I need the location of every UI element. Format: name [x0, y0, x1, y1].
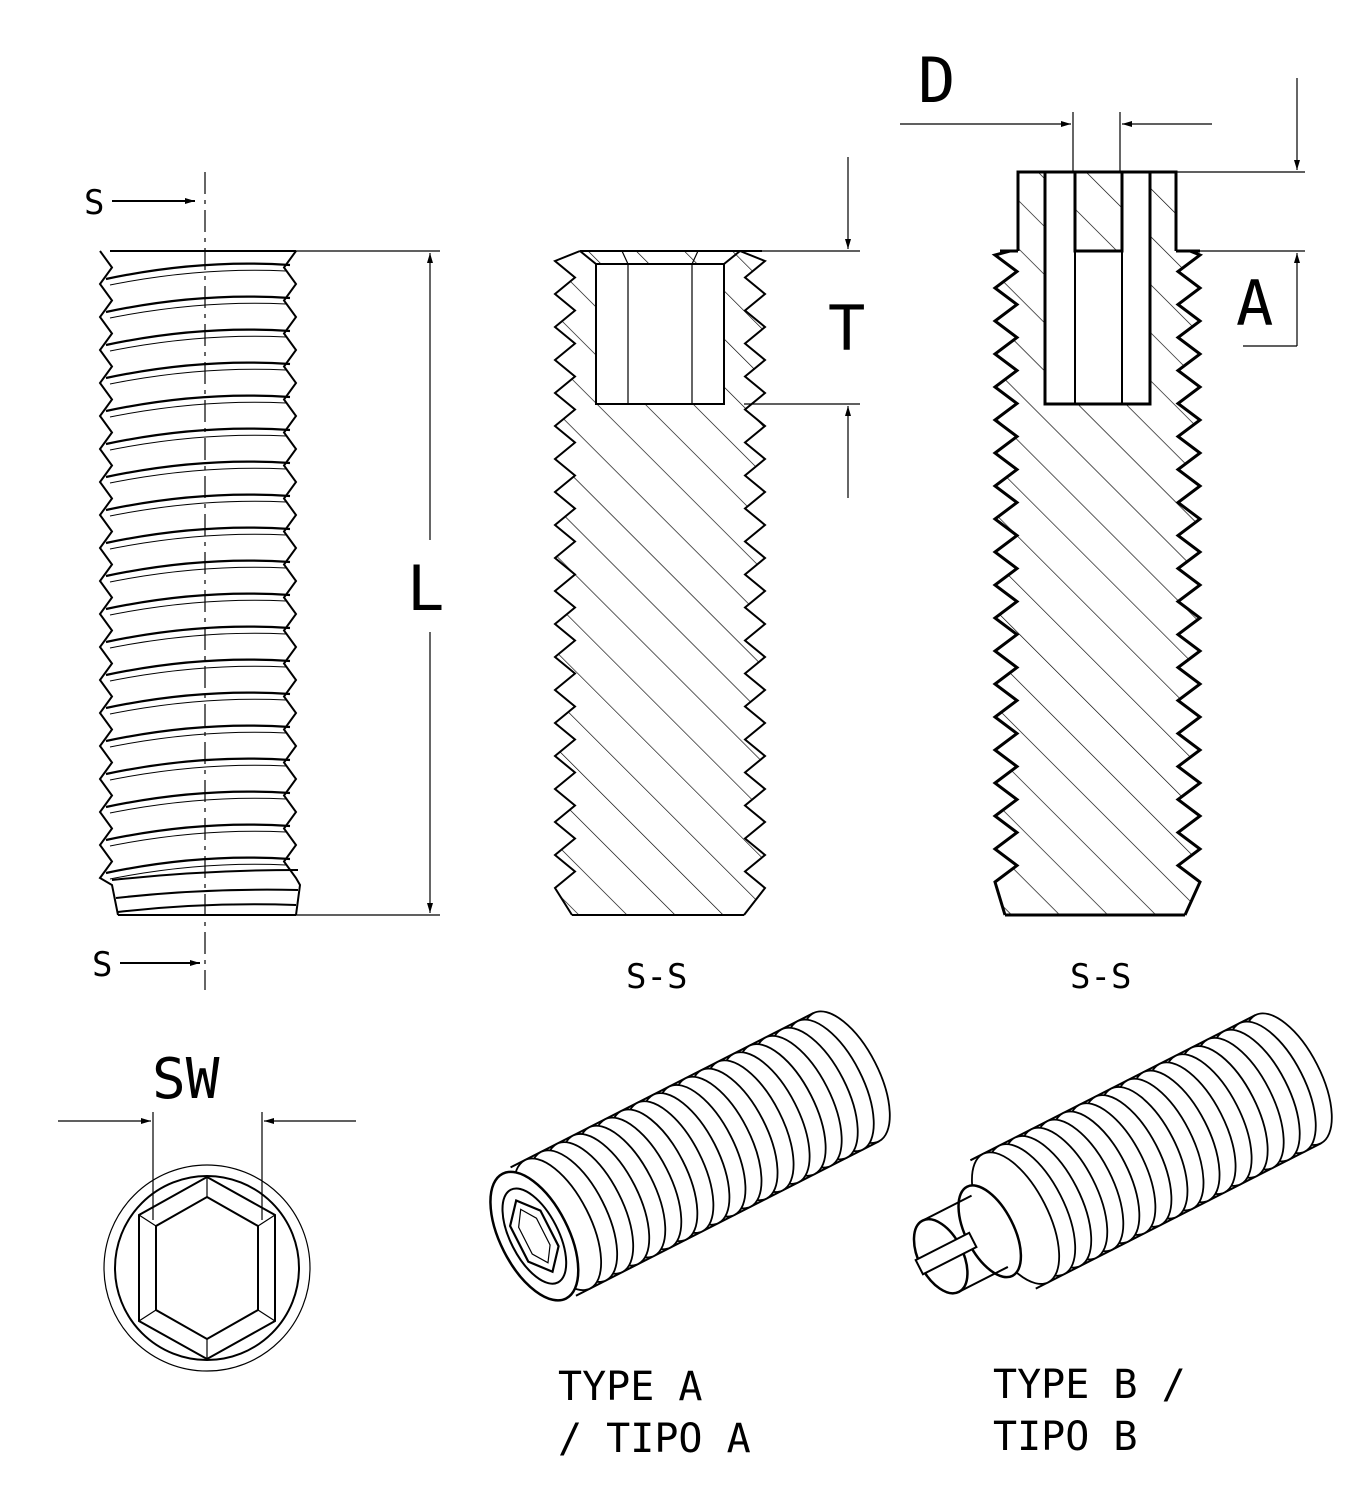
section-b-left-thread-profile: [991, 249, 1020, 916]
end-view-hex-inner: [155, 1195, 259, 1341]
thread-crest-line: [105, 823, 291, 842]
thread-crest-line: [105, 592, 291, 611]
thread-root-line: [109, 434, 287, 451]
side-view-right-profile: [282, 250, 302, 916]
thread-root-line: [109, 797, 287, 814]
side-view-left-profile: [98, 250, 119, 916]
end-view-hex-edge-6: [138, 1214, 157, 1227]
thread-root-line: [109, 335, 287, 352]
dimension-SW-label: SW: [152, 1047, 220, 1112]
section-view-2-label: S-S: [1070, 957, 1131, 997]
dimension-L-label: L: [407, 552, 444, 625]
end-view-inner-circle: [114, 1175, 300, 1361]
thread-crest-line: [105, 625, 291, 644]
section-view-type-a: S-S: [553, 250, 767, 997]
thread-crest-line: [105, 493, 291, 512]
thread-root-line: [109, 500, 287, 517]
dimension-D-label: D: [918, 44, 955, 117]
thread-crest-line: [105, 691, 291, 710]
type-a-caption-line2: / TIPO A: [558, 1416, 751, 1462]
thread-crest-line: [105, 658, 291, 677]
thread-crest-line: [105, 724, 291, 743]
section-a-right-thread-profile: [739, 250, 767, 916]
thread-root-line: [109, 533, 287, 550]
thread-crest-line: [105, 328, 291, 347]
thread-crest-line: [105, 460, 291, 479]
thread-crest-line: [105, 559, 291, 578]
end-view-outer-circle: [103, 1164, 311, 1372]
thread-root-line: [109, 665, 287, 682]
end-view-hex-outer: [138, 1175, 276, 1361]
section-b-right-thread-profile: [1175, 249, 1204, 916]
type-b-caption-line2: TIPO B: [993, 1414, 1138, 1460]
section-view-type-b: S-S: [991, 170, 1204, 997]
isometric-view-type-b: [912, 1012, 1333, 1295]
isometric-b-dog-point-sides: [922, 1194, 1009, 1293]
thread-root-line: [109, 566, 287, 583]
side-view-thread-lines: [105, 262, 299, 913]
dimension-L: L: [296, 250, 444, 916]
thread-crest-line: [105, 757, 291, 776]
thread-root-line: [109, 698, 287, 715]
thread-root-line: [109, 830, 287, 847]
dimension-A-label: A: [1236, 267, 1273, 340]
thread-root-line: [109, 731, 287, 748]
thread-crest-line: [105, 856, 291, 875]
isometric-b-thread-rings: [969, 1012, 1333, 1290]
thread-root-line: [109, 269, 287, 286]
thread-crest-line: [105, 295, 291, 314]
thread-root-line: [109, 368, 287, 385]
dimension-A: A: [1176, 78, 1305, 347]
thread-crest-line: [105, 394, 291, 413]
section-a-chamfer-inner-left: [621, 250, 629, 265]
thread-crest-line: [105, 526, 291, 545]
isometric-a-hex-socket-icon: [508, 1198, 560, 1274]
end-view-hex-edge-2: [257, 1214, 276, 1227]
thread-root-line: [109, 599, 287, 616]
thread-root-line: [109, 764, 287, 781]
dimension-T-label: T: [828, 292, 865, 365]
isometric-b-slot-icon: [914, 1231, 978, 1276]
thread-crest-line: [105, 427, 291, 446]
thread-crest-line: [105, 790, 291, 809]
end-view-hex-edge-3: [257, 1309, 276, 1322]
thread-crest-line: [105, 361, 291, 380]
section-b-dog-point: [1016, 170, 1178, 251]
dimension-D: D: [900, 44, 1212, 172]
section-marker-top: S: [84, 183, 104, 223]
thread-root-line: [109, 863, 287, 880]
end-view-hex-socket: [103, 1164, 311, 1372]
section-view-1-label: S-S: [626, 957, 687, 997]
isometric-a-hex-socket-inner: [518, 1208, 551, 1264]
isometric-a-inner-ring: [501, 1187, 568, 1285]
isometric-view-type-a: [489, 1010, 891, 1302]
side-view-threaded-screw: S S: [84, 172, 302, 990]
section-a-chamfer-right: [723, 250, 741, 265]
dimension-T: T: [744, 157, 865, 498]
end-view-hex-edge-5: [138, 1309, 157, 1322]
thread-root-line: [109, 467, 287, 484]
section-a-left-thread-profile: [553, 250, 581, 916]
thread-root-line: [109, 632, 287, 649]
section-marker-bottom: S: [92, 945, 112, 985]
chamfer-line: [115, 888, 299, 899]
isometric-a-thread-rings: [510, 1010, 891, 1297]
thread-crest-line: [105, 262, 291, 281]
thread-root-line: [109, 401, 287, 418]
thread-root-line: [109, 302, 287, 319]
section-a-hex-socket: [595, 263, 725, 405]
type-b-caption-line1: TYPE B /: [993, 1362, 1186, 1408]
section-a-chamfer-left: [579, 250, 597, 265]
chamfer-line: [117, 903, 297, 913]
section-a-hatched-body: [555, 251, 765, 915]
section-b-slot-cavity: [1043, 170, 1152, 406]
dimension-SW: SW: [58, 1047, 356, 1220]
type-a-caption-line1: TYPE A: [558, 1364, 703, 1410]
section-a-chamfer-inner-right: [691, 250, 699, 265]
